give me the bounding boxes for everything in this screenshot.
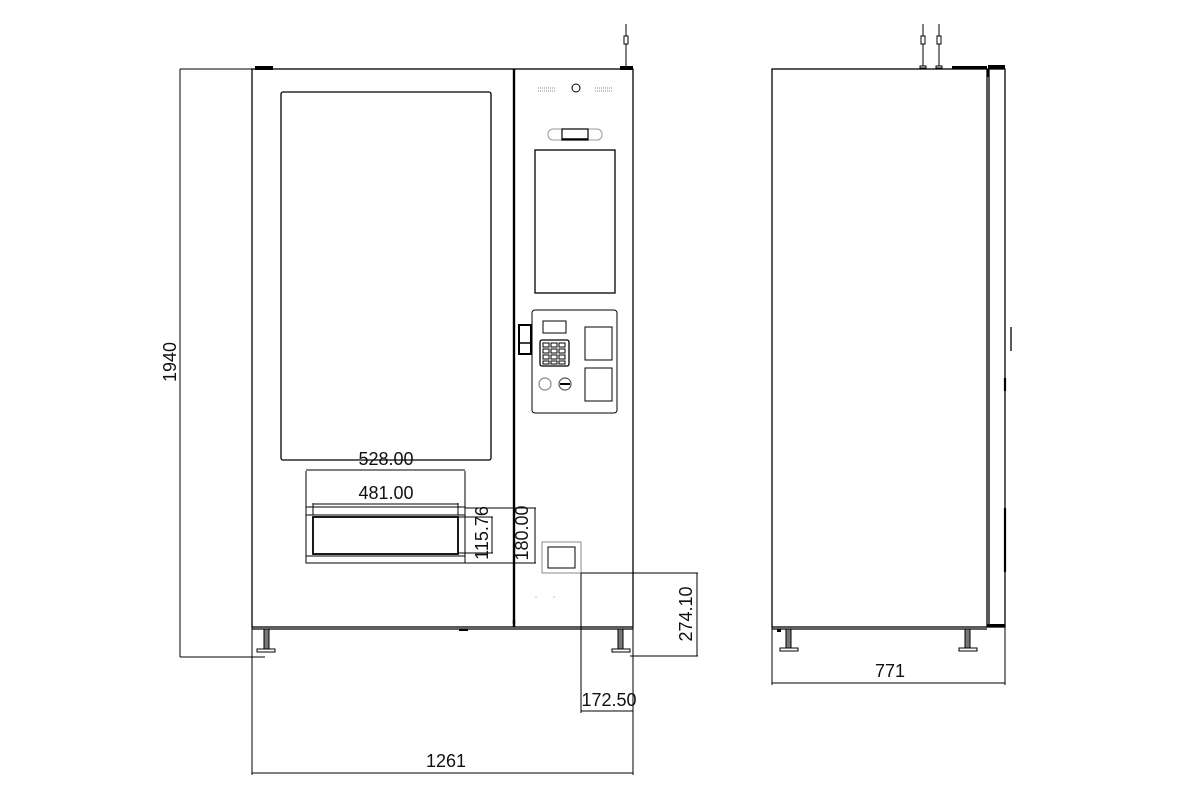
door-lock bbox=[518, 324, 532, 355]
display-window bbox=[280, 91, 492, 461]
width-dimension-label: 1261 bbox=[426, 751, 466, 771]
side-dimensions: 771 bbox=[771, 627, 1006, 685]
delivery-outlet bbox=[305, 506, 466, 564]
leveling-foot-front bbox=[779, 628, 799, 652]
outlet-outer-width-label: 528.00 bbox=[358, 449, 413, 469]
touch-screen bbox=[534, 149, 616, 294]
side-view bbox=[771, 24, 1012, 652]
outlet-inner-height-label: 115.76 bbox=[472, 506, 492, 560]
outlet-outer-height-label: 180.00 bbox=[512, 505, 532, 560]
side-cabinet-outline bbox=[771, 68, 1006, 628]
pickup-offset-label: 172.50 bbox=[581, 690, 636, 710]
bill-acceptor bbox=[584, 326, 613, 361]
outlet-inner-width-label: 481.00 bbox=[358, 483, 413, 503]
antenna-icon bbox=[623, 24, 629, 66]
speaker-grille-left bbox=[538, 87, 555, 92]
front-dimensions: 1940 1261 528.00 481.00 115.76 180.00 27… bbox=[160, 68, 698, 775]
speaker-grille-right bbox=[595, 87, 612, 92]
card-display bbox=[542, 320, 567, 334]
depth-dimension-label: 771 bbox=[875, 661, 905, 681]
coin-slot-icon bbox=[558, 377, 572, 391]
coin-return-button bbox=[538, 377, 552, 391]
height-dimension-label: 1940 bbox=[160, 342, 180, 382]
top-right-cap bbox=[620, 66, 633, 70]
leveling-foot-right bbox=[611, 628, 631, 653]
top-hinge-cap bbox=[255, 66, 273, 70]
front-view bbox=[251, 24, 634, 653]
card-reader bbox=[584, 367, 613, 402]
leveling-foot-left bbox=[256, 628, 276, 653]
payment-panel bbox=[518, 309, 618, 414]
scanner-slot bbox=[547, 128, 603, 141]
pickup-height-label: 274.10 bbox=[676, 586, 696, 641]
front-cabinet-outline bbox=[251, 68, 634, 628]
pickup-screen bbox=[541, 541, 582, 574]
antenna-icon bbox=[919, 24, 943, 69]
keypad-icon bbox=[539, 339, 570, 367]
camera-icon bbox=[571, 83, 581, 93]
leveling-foot-back bbox=[958, 628, 978, 652]
